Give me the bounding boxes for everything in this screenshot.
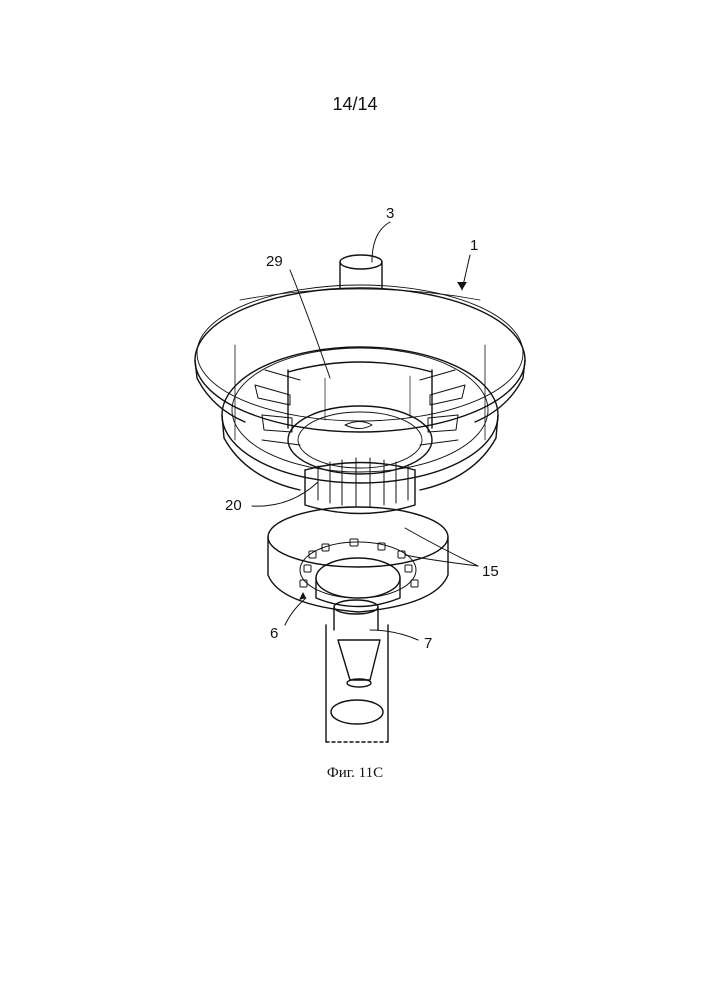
- label-15: 15: [482, 563, 499, 580]
- shaft-top: [340, 255, 382, 288]
- arrowhead-1: [457, 282, 467, 290]
- toothed-ring: [305, 458, 415, 514]
- label-7: 7: [424, 635, 432, 652]
- label-1: 1: [470, 237, 478, 254]
- label-29: 29: [266, 253, 283, 270]
- housing-vanes: [255, 370, 465, 445]
- figure-caption: Фиг. 11С: [280, 765, 430, 782]
- label-20: 20: [225, 497, 242, 514]
- nozzle-disc: [268, 507, 448, 612]
- lower-stem: [326, 600, 388, 742]
- label-3: 3: [386, 205, 394, 222]
- outer-flange: [195, 285, 525, 432]
- label-6: 6: [270, 625, 278, 642]
